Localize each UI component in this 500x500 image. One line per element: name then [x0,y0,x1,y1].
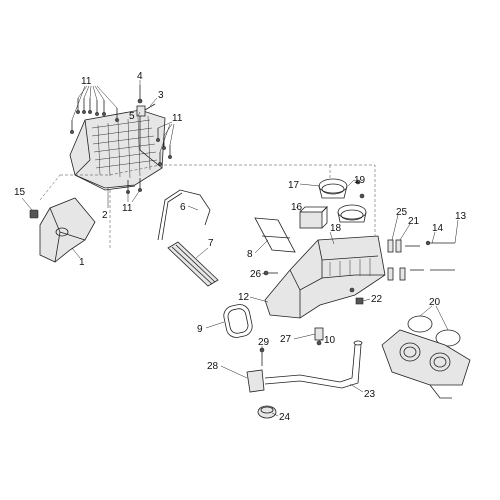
seal-hose-part-6 [157,189,211,241]
callout-20: 20 [429,297,441,308]
callout-24: 24 [279,412,291,423]
callout-22: 22 [371,294,383,305]
callout-5: 5 [129,111,135,122]
cap-part-24 [257,405,277,419]
callout-17: 17 [288,180,300,191]
clip-part-15 [29,209,39,219]
throttle-body-assembly [381,329,471,399]
callout-12: 12 [238,292,250,303]
airbox-cover-part [69,109,166,191]
callout-23: 23 [364,389,376,400]
callout-25: 25 [396,207,408,218]
callout-26: 26 [250,269,262,280]
nut-part-22 [355,297,364,305]
airbox-housing-part-12-18 [264,235,386,319]
leader-lines [21,80,459,417]
callout-2: 2 [102,210,108,221]
clamp-part-28-29 [246,347,265,393]
fastener-row-13-14-21-25 [387,239,455,281]
callout-15: 15 [14,187,26,198]
callout-28: 28 [207,361,219,372]
callout-8: 8 [247,249,253,260]
callout-14: 14 [432,223,444,234]
callout-11-top: 11 [81,76,92,87]
callout-4: 4 [137,71,143,82]
assembly-dash-lines [39,164,376,250]
block-part-16 [299,206,328,229]
callout-10: 10 [324,335,336,346]
breather-pipe-part-23 [264,340,363,389]
callout-16: 16 [291,202,303,213]
callout-1: 1 [79,257,85,268]
callout-21: 21 [408,216,420,227]
callout-6: 6 [180,202,186,213]
callout-11-bottom: 11 [122,203,133,214]
callout-11-right: 11 [172,113,183,124]
callout-3: 3 [158,90,164,101]
sensor-assembly-3-5 [136,85,156,117]
callout-18: 18 [330,223,342,234]
callout-29: 29 [258,337,270,348]
air-filter-part-7 [167,241,219,287]
callout-19: 19 [354,175,366,186]
screw-set-11 [70,98,172,194]
lower-duct-part [39,197,96,263]
screw-part-26 [263,270,278,276]
callout-labels: 11 4 3 5 11 15 2 11 6 1 7 17 19 16 18 25… [14,71,467,423]
callout-13: 13 [455,211,467,222]
callout-7: 7 [208,238,214,249]
callout-9: 9 [197,324,203,335]
flap-plate-part-8 [254,217,296,253]
fitting-part-10-27 [314,327,324,346]
seal-ring-part-9 [223,304,253,338]
callout-27: 27 [280,334,292,345]
